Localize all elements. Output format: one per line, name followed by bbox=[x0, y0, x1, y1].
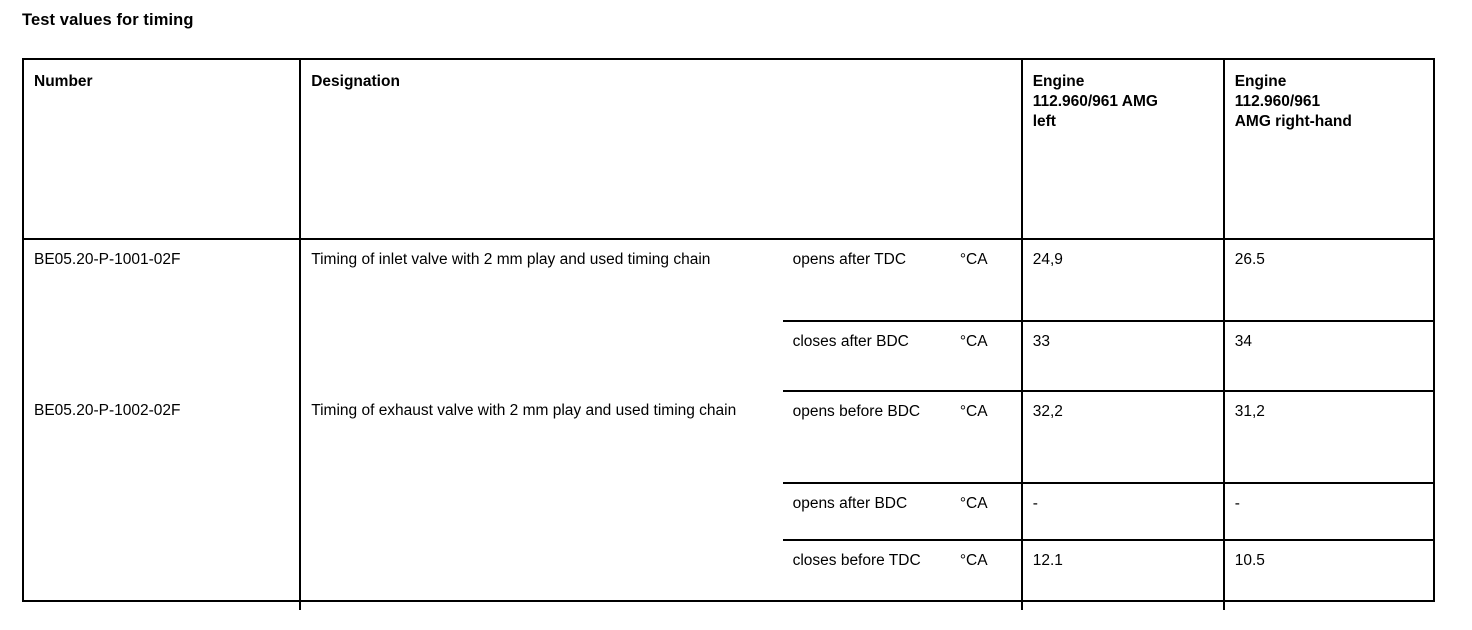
header-engine-right-line-2: 112.960/961 bbox=[1234, 93, 1321, 110]
cell-condition-1-0: opens after TDC bbox=[782, 239, 960, 322]
unit-text: °CA bbox=[959, 403, 988, 420]
header-label-engine-right: Engine 112.960/961 AMG right-hand bbox=[1225, 60, 1433, 132]
cell-value-right-1-0: 26.5 bbox=[1222, 239, 1433, 322]
condition-text: closes after BDC bbox=[792, 333, 909, 350]
page-title: Test values for timing bbox=[22, 11, 194, 29]
unit-text: °CA bbox=[959, 333, 988, 350]
value-left-text: 12.1 bbox=[1032, 552, 1063, 569]
value-left-text: 32,2 bbox=[1032, 403, 1063, 420]
cell-unit-2-0: °CA bbox=[959, 391, 1022, 484]
table-row: closes before TDC °CA 12.1 10.5 bbox=[24, 540, 1433, 610]
cell-condition-1-1: closes after BDC bbox=[782, 321, 960, 392]
table-row: BE05.20-P-1002-02F Timing of exhaust val… bbox=[24, 391, 1433, 610]
condition-text: opens after BDC bbox=[792, 495, 908, 512]
value-right-text: 34 bbox=[1234, 333, 1252, 350]
cell-value-left-1-0: 24,9 bbox=[1020, 239, 1224, 322]
condition-text: opens before BDC bbox=[792, 403, 921, 420]
condition-text: closes before TDC bbox=[792, 552, 921, 569]
value-left-text: - bbox=[1032, 495, 1038, 512]
unit-text: °CA bbox=[959, 495, 988, 512]
header-cell-engine-right: Engine 112.960/961 AMG right-hand bbox=[1223, 60, 1433, 240]
value-left-text: 24,9 bbox=[1032, 251, 1063, 268]
designation-text: Timing of exhaust valve with 2 mm play a… bbox=[311, 402, 737, 419]
test-values-table: Number Designation Engine 112.960/961 AM… bbox=[24, 60, 1433, 610]
designation-text: Timing of inlet valve with 2 mm play and… bbox=[311, 251, 711, 268]
cell-value-right-2-1: - bbox=[1222, 483, 1433, 541]
cell-condition-2-2: closes before TDC bbox=[783, 540, 960, 610]
unit-text: °CA bbox=[959, 552, 988, 569]
value-right-text: - bbox=[1234, 495, 1240, 512]
header-engine-left-line-3: left bbox=[1032, 113, 1056, 130]
value-right-text: 10.5 bbox=[1234, 552, 1265, 569]
cell-unit-2-1: °CA bbox=[959, 483, 1022, 541]
unit-text: °CA bbox=[959, 251, 988, 268]
cell-value-right-2-0: 31,2 bbox=[1222, 391, 1433, 484]
cell-value-right-1-1: 34 bbox=[1222, 321, 1433, 392]
table-header-row: Number Designation Engine 112.960/961 AM… bbox=[24, 60, 1433, 240]
cell-value-left-2-1: - bbox=[1020, 483, 1224, 541]
header-label-number: Number bbox=[34, 73, 93, 90]
cell-value-right-2-2: 10.5 bbox=[1222, 540, 1433, 610]
cell-designation-1: Timing of inlet valve with 2 mm play and… bbox=[300, 239, 782, 391]
cell-number-1: BE05.20-P-1001-02F bbox=[24, 239, 302, 391]
header-cell-designation: Designation bbox=[300, 60, 1023, 240]
number-text: BE05.20-P-1002-02F bbox=[34, 402, 181, 419]
cell-value-left-2-0: 32,2 bbox=[1020, 391, 1224, 484]
test-values-table-frame: Number Designation Engine 112.960/961 AM… bbox=[22, 58, 1435, 610]
value-left-text: 33 bbox=[1032, 333, 1050, 350]
cell-unit-1-1: °CA bbox=[959, 321, 1022, 392]
header-cell-engine-left: Engine 112.960/961 AMG left bbox=[1021, 60, 1225, 240]
cell-unit-2-2: °CA bbox=[960, 540, 1022, 610]
header-cell-number: Number bbox=[24, 60, 302, 240]
table-row: closes after BDC °CA 33 34 bbox=[24, 321, 1433, 392]
condition-text: opens after TDC bbox=[792, 251, 907, 268]
header-engine-left-line-1: Engine bbox=[1032, 73, 1085, 90]
table-row: opens after BDC °CA - - bbox=[24, 483, 1433, 541]
number-text: BE05.20-P-1001-02F bbox=[34, 251, 181, 268]
value-right-text: 26.5 bbox=[1234, 251, 1265, 268]
cell-value-left-2-2: 12.1 bbox=[1020, 540, 1224, 610]
table-row: BE05.20-P-1001-02F Timing of inlet valve… bbox=[24, 239, 1433, 391]
cell-unit-1-0: °CA bbox=[959, 239, 1022, 322]
header-engine-right-line-3: AMG right-hand bbox=[1234, 113, 1352, 130]
cell-condition-2-0: opens before BDC bbox=[782, 391, 960, 484]
cell-condition-2-1: opens after BDC bbox=[782, 483, 960, 541]
cell-number-2: BE05.20-P-1002-02F bbox=[24, 391, 302, 610]
cell-value-left-1-1: 33 bbox=[1020, 321, 1224, 392]
header-label-designation: Designation bbox=[311, 73, 400, 90]
value-right-text: 31,2 bbox=[1234, 403, 1265, 420]
header-engine-right-line-1: Engine bbox=[1234, 73, 1287, 90]
cell-designation-2: Timing of exhaust valve with 2 mm play a… bbox=[300, 391, 782, 610]
header-label-engine-left: Engine 112.960/961 AMG left bbox=[1023, 60, 1223, 132]
header-engine-left-line-2: 112.960/961 AMG bbox=[1032, 93, 1158, 110]
